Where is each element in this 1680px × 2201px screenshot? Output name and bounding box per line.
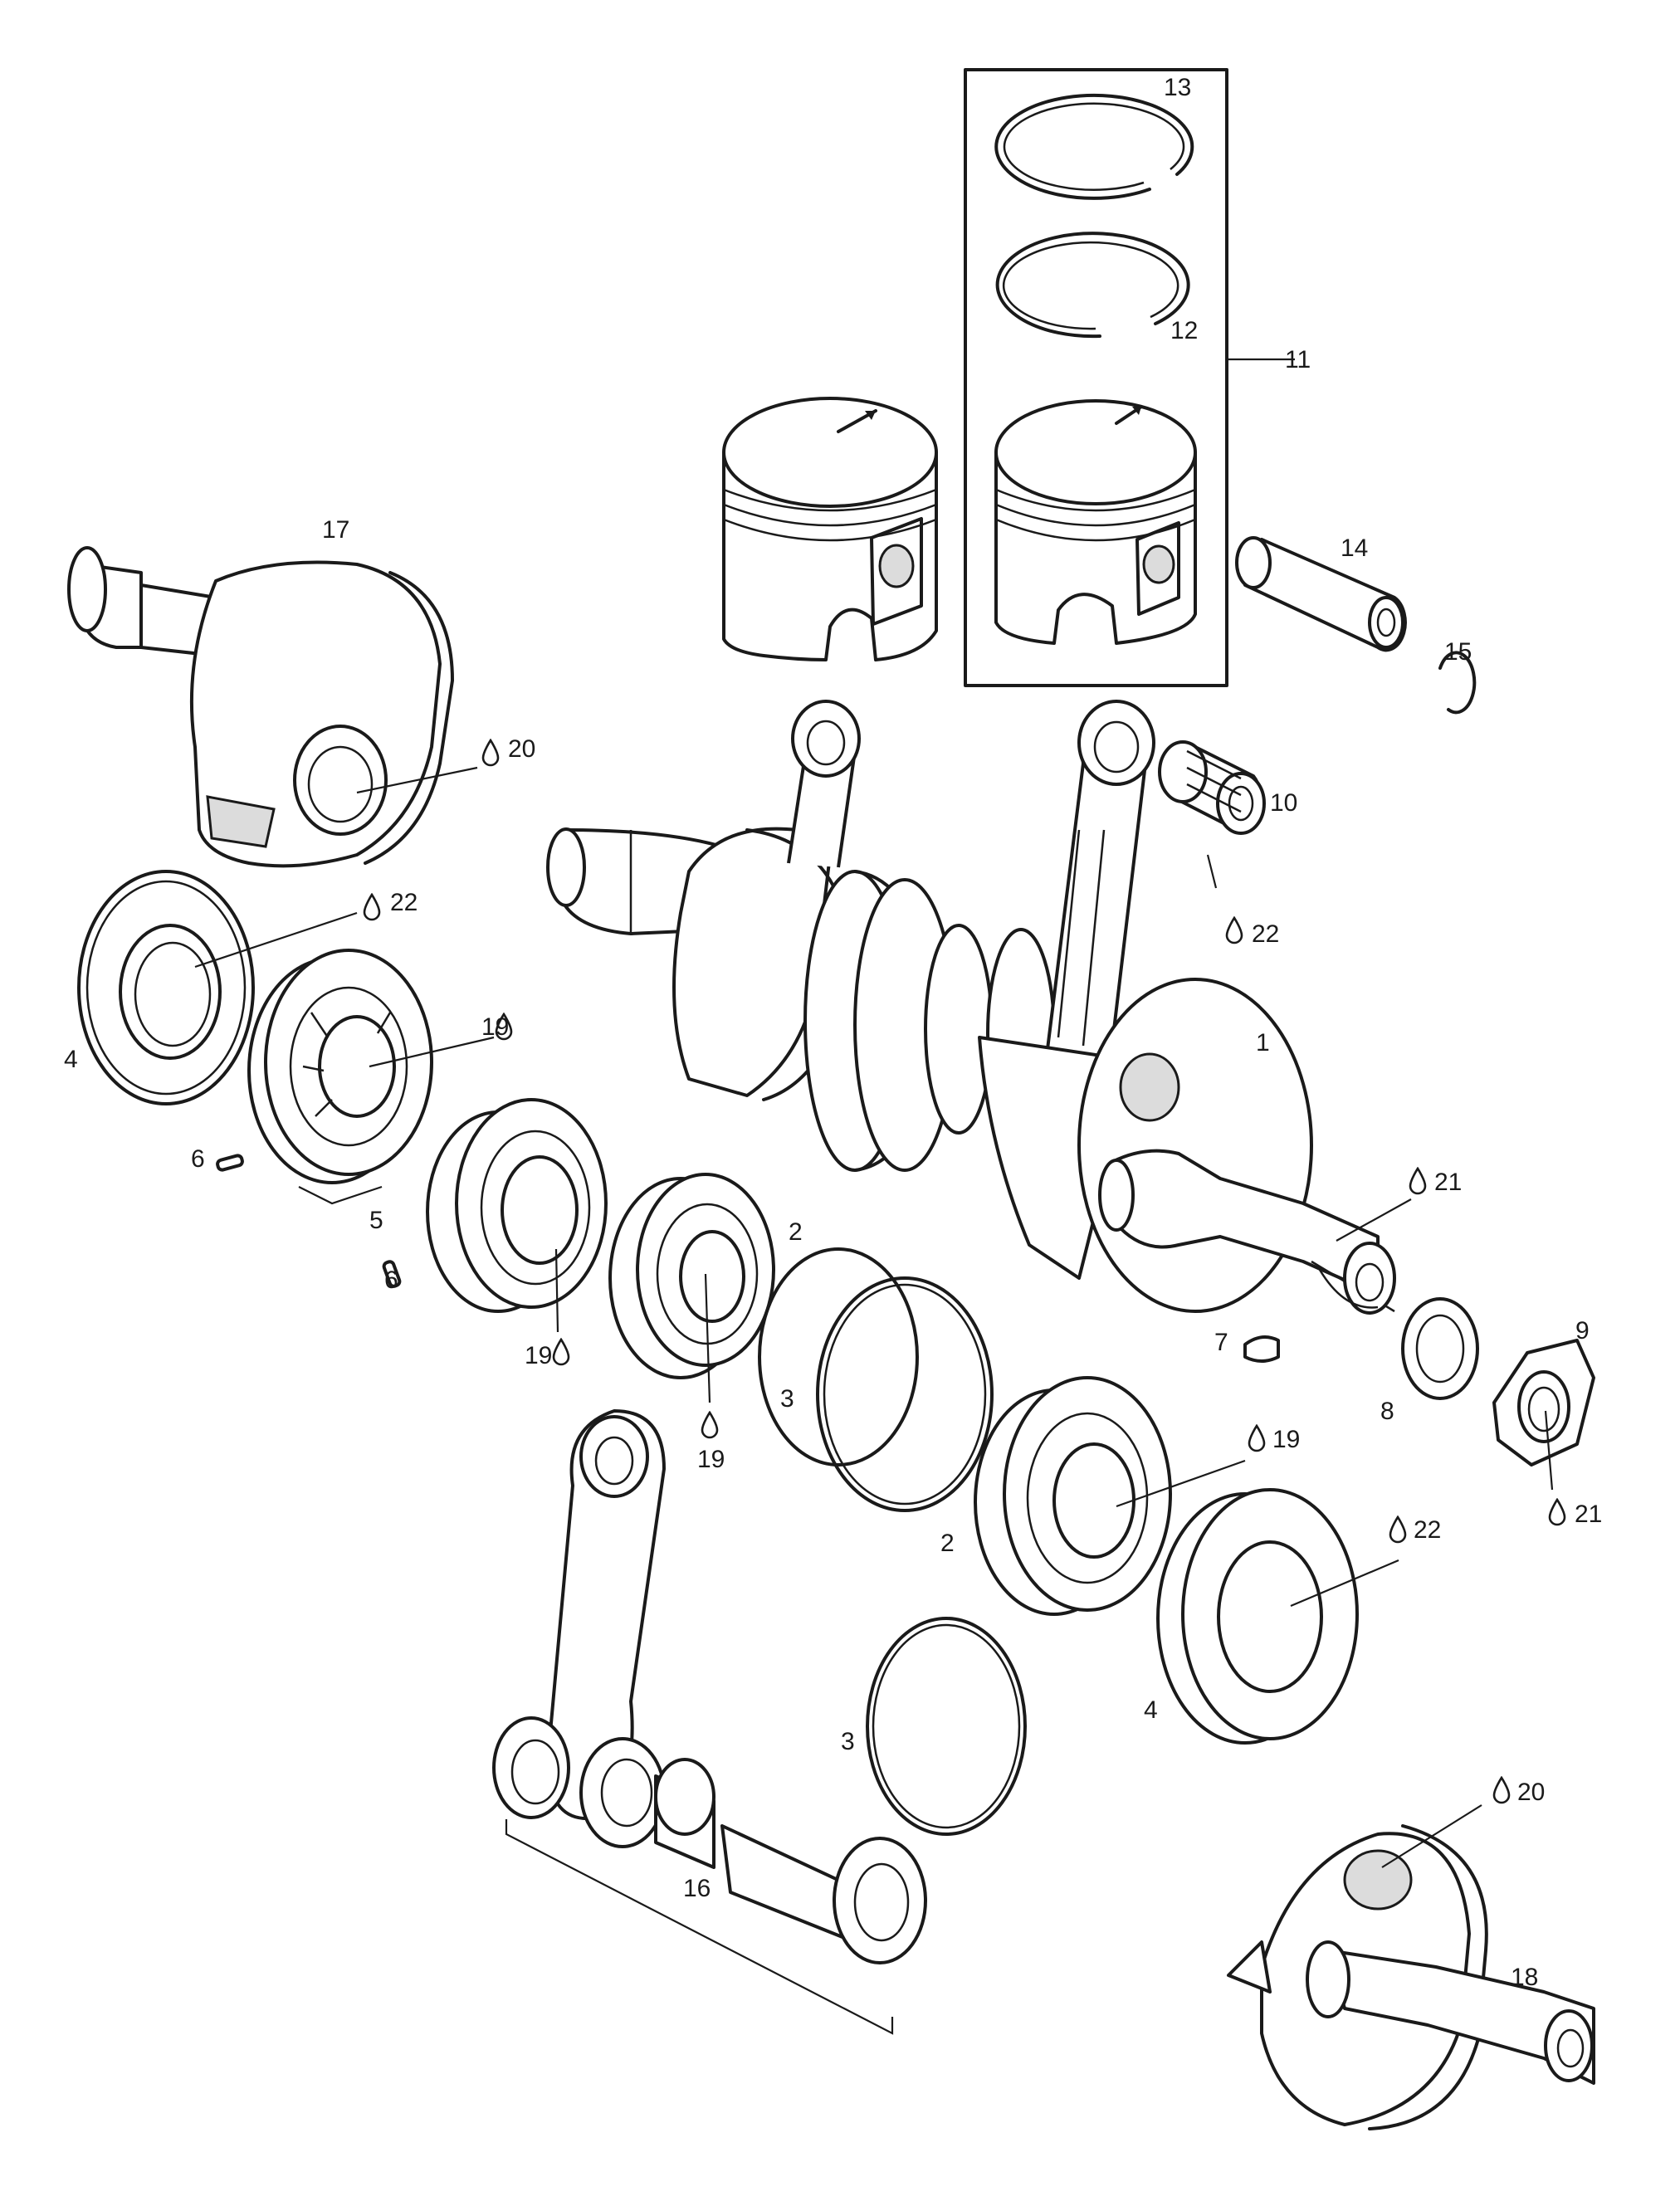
callout: 5 bbox=[369, 1207, 383, 1234]
callout: 2 bbox=[940, 1530, 955, 1557]
callout: 8 bbox=[1380, 1398, 1394, 1425]
callout: 19 bbox=[525, 1342, 552, 1369]
dowel-pins bbox=[216, 1154, 402, 1288]
piston-ring-12 bbox=[995, 232, 1190, 339]
ball-bearing-c bbox=[974, 1376, 1172, 1616]
hex-nut bbox=[1492, 1339, 1595, 1467]
callout-labels: 1 2 2 3 3 4 4 5 6 6 7 8 9 10 11 12 13 14… bbox=[64, 74, 1602, 1991]
callout: 16 bbox=[683, 1875, 711, 1902]
callout: 21 bbox=[1575, 1501, 1602, 1528]
piston-spare bbox=[722, 397, 938, 661]
circlip bbox=[1438, 651, 1477, 715]
callout: 6 bbox=[191, 1145, 205, 1173]
callout: 20 bbox=[1517, 1779, 1545, 1806]
lock-washer bbox=[1401, 1297, 1479, 1400]
oil-drop-icon bbox=[1548, 1498, 1566, 1526]
callout: 7 bbox=[1214, 1329, 1228, 1356]
callout: 19 bbox=[481, 1013, 509, 1041]
callout: 18 bbox=[1511, 1964, 1538, 1991]
oil-drop-icon bbox=[1492, 1776, 1511, 1804]
leader-lines bbox=[194, 766, 1554, 1868]
crank-half-left bbox=[67, 546, 454, 868]
oil-drop-icon bbox=[363, 893, 381, 921]
callout: 22 bbox=[390, 889, 418, 916]
woodruff-key bbox=[1243, 1335, 1280, 1363]
piston-kit-box bbox=[964, 68, 1295, 687]
o-ring-pair bbox=[758, 1247, 994, 1512]
callout: 12 bbox=[1170, 317, 1198, 344]
piston-boxed bbox=[994, 399, 1197, 645]
oil-drop-icon bbox=[1248, 1424, 1266, 1452]
connecting-rod-kit bbox=[492, 1409, 927, 2035]
piston-ring-13 bbox=[994, 93, 1194, 200]
callout: 4 bbox=[64, 1046, 78, 1073]
oil-seal-upper bbox=[77, 870, 255, 1105]
callout: 19 bbox=[697, 1446, 725, 1473]
ball-bearing-a bbox=[426, 1098, 608, 1313]
oil-drop-icon bbox=[1409, 1167, 1427, 1195]
callout: 22 bbox=[1252, 920, 1279, 948]
callout: 11 bbox=[1285, 346, 1311, 373]
crank-half-right bbox=[1227, 1824, 1595, 2130]
callout: 3 bbox=[841, 1728, 855, 1755]
crankshaft-main bbox=[546, 700, 1396, 1315]
oil-drop-icon bbox=[552, 1338, 570, 1366]
callout: 2 bbox=[789, 1218, 803, 1246]
o-ring-single bbox=[866, 1617, 1027, 1836]
callout: 22 bbox=[1414, 1516, 1441, 1544]
roller-bearing bbox=[247, 949, 433, 1184]
callout: 14 bbox=[1341, 534, 1368, 562]
oil-drop-icon bbox=[1225, 916, 1243, 944]
callout: 3 bbox=[780, 1385, 794, 1413]
callout: 19 bbox=[1272, 1426, 1300, 1453]
callout: 6 bbox=[384, 1266, 398, 1294]
callout: 20 bbox=[508, 735, 535, 763]
callout: 4 bbox=[1144, 1696, 1158, 1724]
callout: 21 bbox=[1434, 1169, 1462, 1196]
callout: 9 bbox=[1575, 1317, 1590, 1345]
callout: 10 bbox=[1270, 789, 1297, 817]
ball-bearing-b bbox=[608, 1173, 775, 1379]
callout: 1 bbox=[1256, 1029, 1270, 1057]
oil-drop-icon bbox=[701, 1411, 719, 1439]
piston-pin bbox=[1235, 536, 1407, 652]
callout: 17 bbox=[322, 516, 349, 544]
oil-drop-icon bbox=[1389, 1515, 1407, 1544]
callout: 15 bbox=[1444, 638, 1472, 666]
oil-drop-icon bbox=[481, 739, 500, 767]
needle-bearing-small bbox=[1158, 740, 1266, 835]
callout: 13 bbox=[1164, 74, 1191, 101]
oil-seal-lower bbox=[1156, 1488, 1359, 1745]
